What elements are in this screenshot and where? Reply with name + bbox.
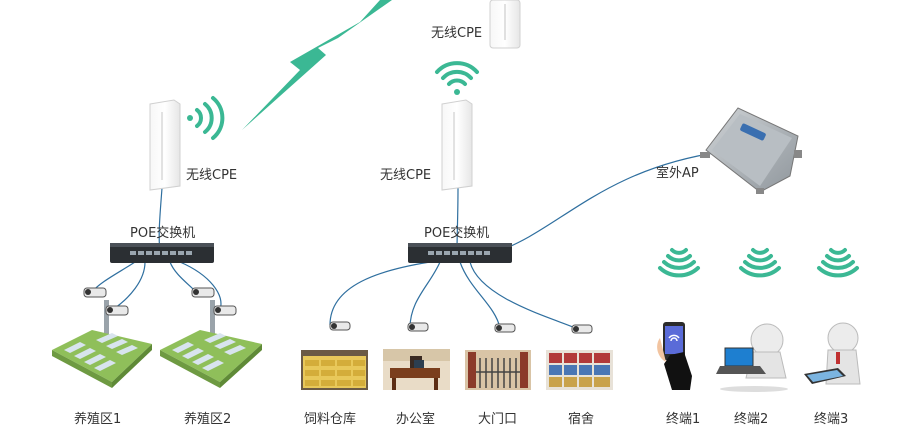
wifi-signal-icon-mid xyxy=(435,61,479,95)
cpe-device-left xyxy=(149,99,181,191)
office-photo xyxy=(383,349,450,390)
place-label-gate: 大门口 xyxy=(478,412,518,427)
farm-area-1 xyxy=(52,330,152,388)
cpe-device-mid xyxy=(441,99,473,191)
gate-photo xyxy=(465,350,531,390)
terminal-phone-icon xyxy=(657,322,692,390)
outdoor-ap-label: 室外AP xyxy=(656,166,699,181)
terminal-tablet-icon xyxy=(804,322,861,385)
warehouse-photo xyxy=(301,350,368,390)
place-label-warehouse: 饲料仓库 xyxy=(304,412,357,427)
camera-pole-left-1 xyxy=(83,287,129,348)
cpe-device-top xyxy=(489,0,521,49)
cpe-left-label: 无线CPE xyxy=(186,168,238,183)
wifi-signal-icon-t1 xyxy=(658,248,700,278)
terminal-laptop-icon xyxy=(716,323,788,392)
terminal-label-2: 终端2 xyxy=(734,412,769,427)
camera-dorm xyxy=(571,324,593,334)
place-label-dorm: 宿舍 xyxy=(568,412,595,427)
camera-gate xyxy=(494,323,516,333)
wifi-signal-icon-t2 xyxy=(739,248,781,278)
terminal-label-3: 终端3 xyxy=(814,412,849,427)
farm-area-2 xyxy=(160,330,262,388)
place-label-farm-1: 养殖区1 xyxy=(74,412,122,427)
cpe-top-label: 无线CPE xyxy=(431,26,483,41)
cpe-mid-label: 无线CPE xyxy=(380,168,432,183)
place-label-office: 办公室 xyxy=(396,412,436,427)
link-lines xyxy=(91,151,721,331)
camera-warehouse xyxy=(329,321,351,331)
terminal-label-1: 终端1 xyxy=(666,412,701,427)
poe-switch-left xyxy=(110,243,214,263)
switch-left-label: POE交换机 xyxy=(130,226,196,241)
dorm-photo xyxy=(546,350,613,390)
camera-office xyxy=(407,322,429,332)
wireless-bridge-bolt xyxy=(242,0,392,130)
wifi-signal-icon-t3 xyxy=(817,248,859,278)
outdoor-ap-device xyxy=(700,107,802,194)
wifi-signal-icon-left xyxy=(187,96,225,140)
camera-pole-left-2 xyxy=(191,287,237,348)
poe-switch-mid xyxy=(408,243,512,263)
place-label-farm-2: 养殖区2 xyxy=(184,412,232,427)
switch-mid-label: POE交换机 xyxy=(424,226,490,241)
